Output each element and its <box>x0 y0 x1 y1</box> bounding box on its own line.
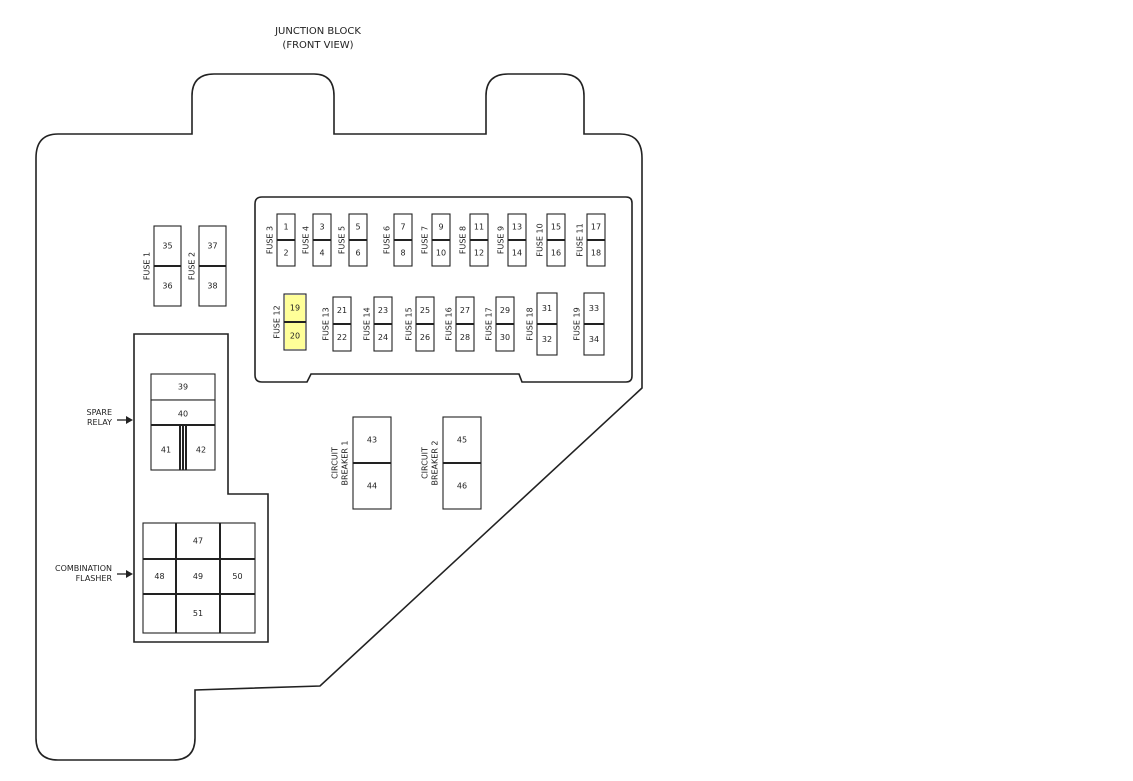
terminal-14: 14 <box>512 249 522 258</box>
circuit-breaker-1-label-line1: CIRCUIT <box>331 447 340 479</box>
fuse-7-label: FUSE 7 <box>421 226 430 254</box>
terminal-12: 12 <box>474 249 484 258</box>
combination-flasher-label-line1: COMBINATION <box>55 564 112 573</box>
spare-relay-label-line2: RELAY <box>87 418 112 427</box>
flasher-body <box>142 522 256 634</box>
fuse-14-label: FUSE 14 <box>363 307 372 340</box>
fuse-2-label: FUSE 2 <box>188 252 197 280</box>
terminal-13: 13 <box>512 223 522 232</box>
spare-relay-group: 39 40 41 42 <box>150 373 216 471</box>
fuse-3-label: FUSE 3 <box>266 226 275 254</box>
fuse-18-label: FUSE 18 <box>526 307 535 340</box>
terminal-41: 41 <box>161 446 171 455</box>
terminal-20: 20 <box>290 332 300 341</box>
fuse-19-label: FUSE 19 <box>573 307 582 340</box>
fuse-12-label: FUSE 12 <box>273 305 282 338</box>
terminal-16: 16 <box>551 249 561 258</box>
terminal-40: 40 <box>178 410 188 419</box>
terminal-7: 7 <box>400 223 405 232</box>
terminal-5: 5 <box>355 223 360 232</box>
fuse-13-label: FUSE 13 <box>322 307 331 340</box>
relay-panel-outline <box>133 333 269 643</box>
terminal-4: 4 <box>319 249 324 258</box>
terminal-6: 6 <box>355 249 360 258</box>
terminal-15: 15 <box>551 223 561 232</box>
terminal-24: 24 <box>378 333 388 342</box>
terminal-33: 33 <box>589 304 599 313</box>
terminal-11: 11 <box>474 223 484 232</box>
terminal-49: 49 <box>193 572 203 581</box>
circuit-breaker-2-label-line1: CIRCUIT <box>421 447 430 479</box>
terminal-22: 22 <box>337 333 347 342</box>
circuit-breaker-1-label-line2: BREAKER 1 <box>341 440 350 485</box>
fuse-row-bottom: FUSE 12 19 20 FUSE 13 21 22 FUSE 14 23 24 FUSE 15… <box>273 292 605 356</box>
terminal-29: 29 <box>500 306 510 315</box>
terminal-3: 3 <box>319 223 324 232</box>
terminal-26: 26 <box>420 333 430 342</box>
fuse-16-label: FUSE 16 <box>445 307 454 340</box>
terminal-38: 38 <box>207 282 217 291</box>
terminal-36: 36 <box>162 282 172 291</box>
terminal-18: 18 <box>591 249 601 258</box>
terminal-8: 8 <box>400 249 405 258</box>
terminal-28: 28 <box>460 333 470 342</box>
terminal-43: 43 <box>367 436 377 445</box>
fuse-10-label: FUSE 10 <box>536 223 545 256</box>
fuse-11-label: FUSE 11 <box>576 223 585 256</box>
terminal-39: 39 <box>178 383 188 392</box>
terminal-17: 17 <box>591 223 601 232</box>
terminal-51: 51 <box>193 609 203 618</box>
fuse-8-label: FUSE 8 <box>459 226 468 254</box>
terminal-21: 21 <box>337 306 347 315</box>
fuse-panel-outline <box>254 196 633 383</box>
spare-relay-label-line1: SPARE <box>87 408 112 417</box>
terminal-46: 46 <box>457 482 467 491</box>
terminal-44: 44 <box>367 482 377 491</box>
fuse-5-label: FUSE 5 <box>338 226 347 254</box>
terminal-31: 31 <box>542 304 552 313</box>
terminal-23: 23 <box>378 306 388 315</box>
spare-relay-arrow-head <box>126 416 133 424</box>
combination-flasher-group: 47 48 49 50 51 <box>142 522 256 634</box>
fuse-side-group: FUSE 1 35 36 FUSE 2 37 38 <box>143 225 227 307</box>
terminal-48: 48 <box>154 572 164 581</box>
fuse-1-label: FUSE 1 <box>143 252 152 280</box>
terminal-27: 27 <box>460 306 470 315</box>
terminal-2: 2 <box>283 249 288 258</box>
housing-outline <box>35 73 643 761</box>
terminal-32: 32 <box>542 335 552 344</box>
combination-flasher-label-line2: FLASHER <box>76 574 113 583</box>
terminal-30: 30 <box>500 333 510 342</box>
terminal-37: 37 <box>207 242 217 251</box>
terminal-47: 47 <box>193 537 203 546</box>
fuse-15-label: FUSE 15 <box>405 307 414 340</box>
terminal-25: 25 <box>420 306 430 315</box>
diagram-subtitle: (FRONT VIEW) <box>282 40 353 51</box>
diagram-title: JUNCTION BLOCK <box>274 26 361 37</box>
terminal-19: 19 <box>290 304 300 313</box>
fuse-9-label: FUSE 9 <box>497 226 506 254</box>
terminal-10: 10 <box>436 249 446 258</box>
terminal-34: 34 <box>589 335 599 344</box>
terminal-45: 45 <box>457 436 467 445</box>
circuit-breaker-2-label-line2: BREAKER 2 <box>431 440 440 485</box>
fuse-6-label: FUSE 6 <box>383 226 392 254</box>
terminal-35: 35 <box>162 242 172 251</box>
combination-flasher-arrow-head <box>126 570 133 578</box>
fuse-4-label: FUSE 4 <box>302 226 311 254</box>
terminal-1: 1 <box>283 223 288 232</box>
fuse-17-label: FUSE 17 <box>485 307 494 340</box>
terminal-50: 50 <box>232 572 242 581</box>
terminal-42: 42 <box>196 446 206 455</box>
terminal-9: 9 <box>438 223 443 232</box>
